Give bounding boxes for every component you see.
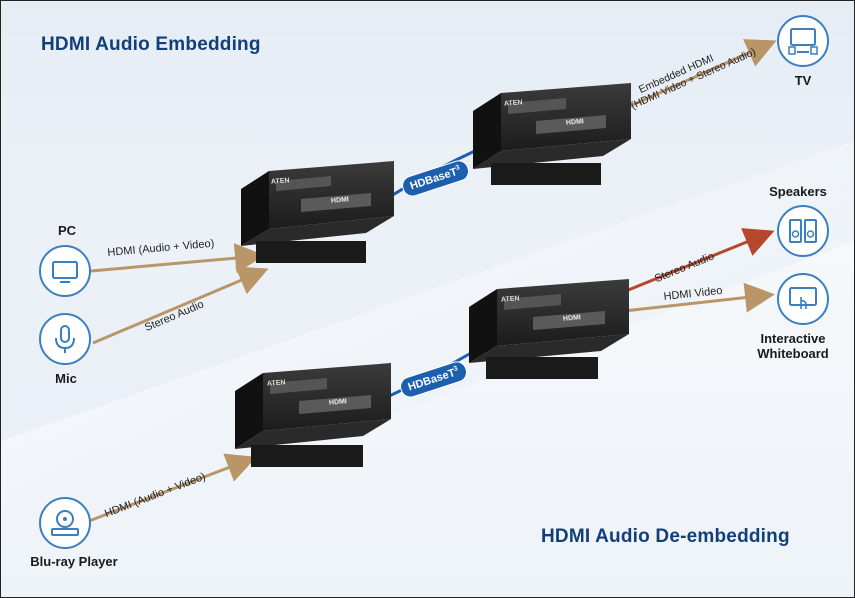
bluray-icon <box>39 497 91 549</box>
extender-receiver-bottom <box>469 279 629 379</box>
section-divider-band <box>1 141 854 561</box>
deembedding-title: HDMI Audio De-embedding <box>541 526 790 547</box>
speakers-arrow <box>605 228 775 301</box>
tv-icon <box>777 15 829 67</box>
pc-label: PC <box>57 223 77 238</box>
hdbaset-sup-bottom: 3 <box>452 365 459 374</box>
speakers-label: Speakers <box>769 184 827 199</box>
whiteboard-icon <box>777 273 829 325</box>
pc-arrow <box>90 243 265 274</box>
bluray-arrow <box>88 453 257 523</box>
extender-transmitter-top <box>241 161 394 263</box>
whiteboard-label: Interactive Whiteboard <box>731 331 854 361</box>
tv-label: TV <box>794 73 812 88</box>
mic-icon <box>39 313 91 365</box>
extender-receiver-top <box>473 83 631 185</box>
mic-label: Mic <box>55 371 77 386</box>
pc-icon <box>39 245 91 297</box>
whiteboard-label-line1: Interactive <box>760 331 826 346</box>
embedding-title: HDMI Audio Embedding <box>41 34 261 55</box>
mic-arrow <box>92 266 269 345</box>
whiteboard-label-line2: Whiteboard <box>757 346 829 361</box>
speakers-icon <box>777 205 829 257</box>
hdbaset-sup-top: 3 <box>454 164 461 173</box>
embedding-section-bg <box>1 1 854 441</box>
whiteboard-arrow <box>605 282 775 315</box>
extender-transmitter-bottom <box>235 363 391 467</box>
bluray-label: Blu-ray Player <box>30 554 118 569</box>
